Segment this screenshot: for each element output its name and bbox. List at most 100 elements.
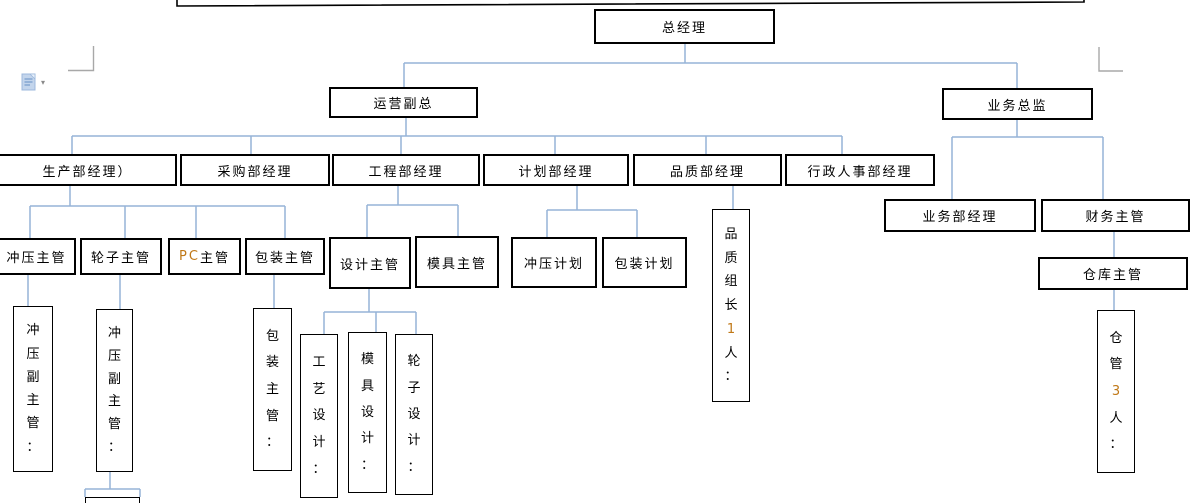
node-packing-sup[interactable]: 包装主管 — [245, 238, 325, 275]
node-label: 包装计划 — [614, 257, 675, 272]
node-label: 工程部经理 — [368, 164, 444, 180]
node-label: 采购部经理 — [217, 164, 293, 180]
node-label-char: 设 — [360, 404, 374, 420]
node-label-char: 艺 — [312, 381, 326, 397]
node-label-char: 1 — [726, 321, 736, 337]
node-label-char: 轮 — [407, 354, 421, 370]
node-label-char: 设 — [407, 406, 421, 422]
node-label-char: 品 — [724, 226, 738, 242]
node-label-char: 计 — [407, 433, 421, 449]
cutoff-title-box-border — [176, 0, 1085, 7]
node-label-char: ： — [26, 439, 40, 455]
node-label: 品质部经理 — [669, 164, 745, 180]
node-label-char: 长 — [724, 298, 738, 313]
node-process-design[interactable]: 工艺设计 ： — [300, 334, 338, 498]
node-label-char: 管 — [107, 417, 121, 433]
node-stamping-deputy-2[interactable]: 冲压副主管 ： — [96, 309, 133, 472]
node-warehouse-keeper[interactable]: 仓管 3 人 ： — [1097, 310, 1135, 473]
node-label: 总经理 — [661, 21, 707, 36]
margin-mark-right — [1098, 47, 1123, 72]
node-label-char: 人 — [1109, 410, 1123, 426]
node-label-char: 副 — [26, 369, 40, 385]
node-label-char: 主 — [107, 394, 121, 410]
node-mold-sup[interactable]: 模具主管 — [415, 236, 499, 288]
paste-options-button[interactable]: ▾ — [18, 70, 52, 94]
node-label-char: 主 — [265, 381, 279, 397]
node-label: 财务主管 — [1085, 210, 1146, 225]
node-label-char: ： — [312, 462, 326, 478]
node-quality-leader[interactable]: 品质组长 1 人 ： — [712, 209, 750, 402]
node-label-char: 工 — [312, 354, 326, 370]
node-bottom-partial[interactable] — [85, 497, 140, 503]
node-label-char: 管 — [1109, 357, 1123, 373]
chevron-down-icon: ▾ — [41, 77, 46, 87]
node-label: 行政人事部经理 — [807, 164, 913, 180]
node-label-char: 包 — [265, 328, 279, 344]
node-label-char: 3 — [1111, 383, 1121, 399]
node-label-char: 模 — [360, 352, 374, 368]
node-planning-mgr[interactable]: 计划部经理 — [483, 154, 629, 186]
node-label: 设计主管 — [339, 257, 400, 273]
node-label-char: 设 — [312, 408, 326, 424]
node-label-char: 子 — [407, 380, 421, 396]
node-label-char: 计 — [312, 435, 326, 451]
node-label-char: 冲 — [26, 323, 40, 339]
node-label-char: 仓 — [1109, 330, 1123, 346]
node-design-sup[interactable]: 设计主管 — [329, 237, 411, 289]
node-label-char: 质 — [724, 250, 738, 266]
node-label: 模具主管 — [426, 256, 487, 272]
node-label-char: 组 — [724, 274, 738, 290]
node-label-char: 压 — [26, 346, 40, 362]
node-label-char: 计 — [360, 431, 374, 447]
node-label-char: ： — [107, 440, 121, 456]
node-purchasing-mgr[interactable]: 采购部经理 — [180, 154, 330, 186]
node-biz-director[interactable]: 业务总监 — [942, 88, 1093, 120]
node-finance-sup[interactable]: 财务主管 — [1041, 199, 1190, 232]
node-stamping-sup[interactable]: 冲压主管 — [0, 238, 76, 275]
node-label-char: 管 — [265, 408, 279, 424]
node-gm[interactable]: 总经理 — [594, 9, 775, 44]
node-label: 主管 — [199, 251, 230, 266]
node-label-char: 装 — [265, 355, 279, 371]
node-packing-plan[interactable]: 包装计划 — [602, 237, 687, 288]
node-label-char: 压 — [107, 348, 121, 364]
node-engineering-mgr[interactable]: 工程部经理 — [332, 154, 480, 186]
node-label-char: ： — [724, 369, 738, 385]
node-label-char: 具 — [360, 378, 374, 394]
node-warehouse-sup[interactable]: 仓库主管 — [1038, 257, 1188, 290]
node-label: 轮子主管 — [90, 251, 151, 266]
node-label: 运营副总 — [373, 97, 434, 112]
node-label-char: 主 — [26, 393, 40, 409]
node-label-accent: PC — [179, 249, 200, 264]
node-label-char: 人 — [724, 345, 738, 361]
node-stamping-plan[interactable]: 冲压计划 — [511, 237, 597, 288]
node-label: 包装主管 — [254, 251, 315, 266]
node-label: 冲压主管 — [6, 251, 67, 266]
node-label: 计划部经理 — [518, 164, 594, 180]
node-admin-hr-mgr[interactable]: 行政人事部经理 — [785, 154, 935, 186]
node-label: 业务总监 — [987, 98, 1048, 114]
node-mold-design[interactable]: 模具设计 ： — [348, 332, 387, 493]
node-label-char: ： — [407, 459, 421, 475]
node-label-char: 副 — [107, 371, 121, 387]
node-pc-sup[interactable]: PC 主管 — [168, 238, 241, 275]
node-stamping-deputy-1[interactable]: 冲压副主管 ： — [13, 306, 53, 472]
node-label-char: 冲 — [107, 325, 121, 341]
node-packing-sup-detail[interactable]: 包装主管 ： — [253, 308, 292, 471]
node-label-char: 管 — [26, 416, 40, 432]
node-wheel-design[interactable]: 轮子设计 ： — [395, 334, 433, 495]
node-biz-dept-mgr[interactable]: 业务部经理 — [884, 199, 1036, 232]
clipboard-paste-icon — [21, 73, 36, 91]
node-label: 冲压计划 — [523, 257, 584, 272]
margin-mark-left — [68, 46, 95, 72]
node-wheel-sup[interactable]: 轮子主管 — [80, 238, 162, 275]
node-label: 仓库主管 — [1082, 268, 1143, 283]
node-production-mgr[interactable]: 生产部经理） — [0, 154, 177, 186]
node-label-char: ： — [1109, 437, 1123, 453]
node-quality-mgr[interactable]: 品质部经理 — [633, 154, 782, 186]
node-ops-vp[interactable]: 运营副总 — [329, 87, 478, 118]
node-label: 生产部经理） — [42, 164, 133, 180]
node-label-char: ： — [360, 457, 374, 473]
node-label-char: ： — [265, 435, 279, 451]
